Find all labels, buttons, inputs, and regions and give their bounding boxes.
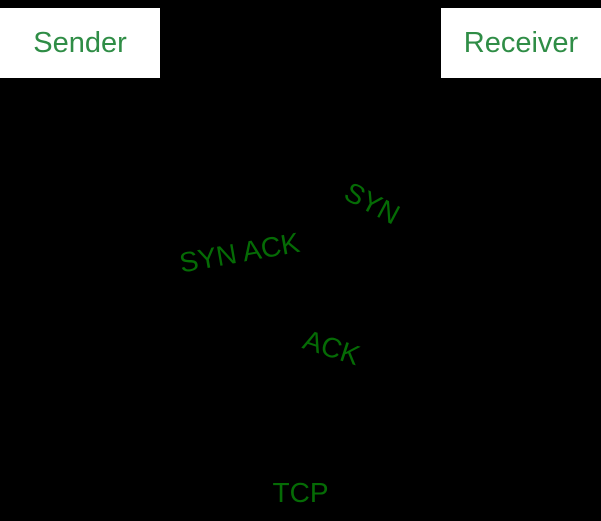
syn-arrow (79, 139, 522, 251)
sender-box: Sender (0, 8, 160, 78)
diagram-caption: TCP (272, 477, 329, 508)
syn-ack-arrow (79, 269, 522, 331)
receiver-box: Receiver (441, 8, 601, 78)
sender-label: Sender (33, 26, 127, 59)
ack-arrow (79, 349, 522, 441)
receiver-label: Receiver (463, 26, 579, 59)
